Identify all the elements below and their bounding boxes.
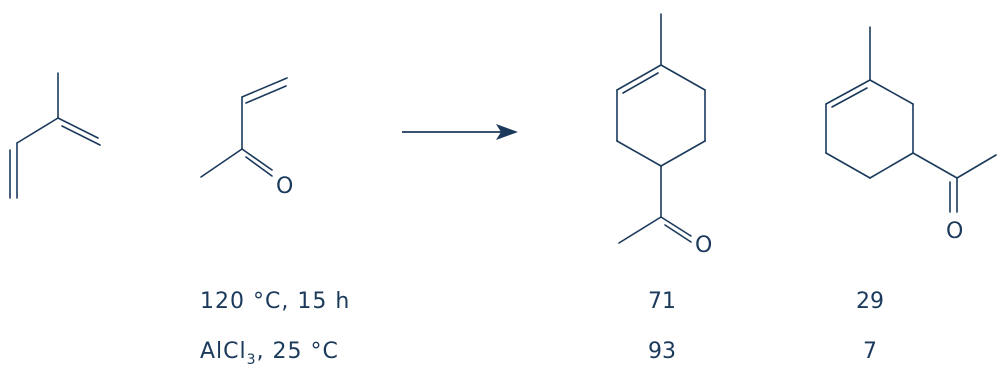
ratio-meta-thermal: 29 <box>856 289 884 314</box>
bond <box>61 125 101 146</box>
bond <box>660 64 706 91</box>
lewis-acid-formula: AlCl <box>200 339 247 364</box>
bond <box>618 216 662 244</box>
product-meta: O <box>825 26 997 244</box>
bond <box>825 152 871 179</box>
bond <box>825 79 871 105</box>
arrow-head <box>496 124 518 140</box>
reactant-methyl-vinyl-ketone: O <box>200 77 293 199</box>
bond <box>664 224 692 243</box>
bond <box>616 64 662 91</box>
bond <box>869 79 914 105</box>
product-para: O <box>616 13 712 258</box>
bond <box>200 148 243 178</box>
bond <box>616 140 662 167</box>
reaction-arrow <box>402 124 518 140</box>
condition-thermal: 120 °C, 15 h <box>200 289 350 314</box>
oxygen-label: O <box>946 219 963 244</box>
ratio-para-thermal: 71 <box>648 289 676 314</box>
ratio-meta-lewis-acid: 7 <box>863 339 877 364</box>
lewis-acid-conditions: , 25 °C <box>257 339 339 364</box>
bond <box>660 140 706 167</box>
condition-lewis-acid: AlCl3, 25 °C <box>200 339 339 368</box>
bond <box>831 87 868 108</box>
bond <box>622 72 659 94</box>
bond <box>16 117 59 144</box>
bond <box>241 148 273 171</box>
bond <box>241 77 288 98</box>
oxygen-label: O <box>695 233 712 258</box>
oxygen-label: O <box>276 174 293 199</box>
bond <box>912 152 958 179</box>
bond <box>869 152 914 179</box>
bond <box>57 117 99 139</box>
bond <box>660 216 692 237</box>
bond <box>956 154 997 179</box>
lewis-acid-subscript: 3 <box>247 352 257 368</box>
bond <box>245 156 273 177</box>
ratio-para-lewis-acid: 93 <box>648 339 676 364</box>
reactant-isoprene <box>9 72 101 199</box>
bond <box>245 85 287 104</box>
